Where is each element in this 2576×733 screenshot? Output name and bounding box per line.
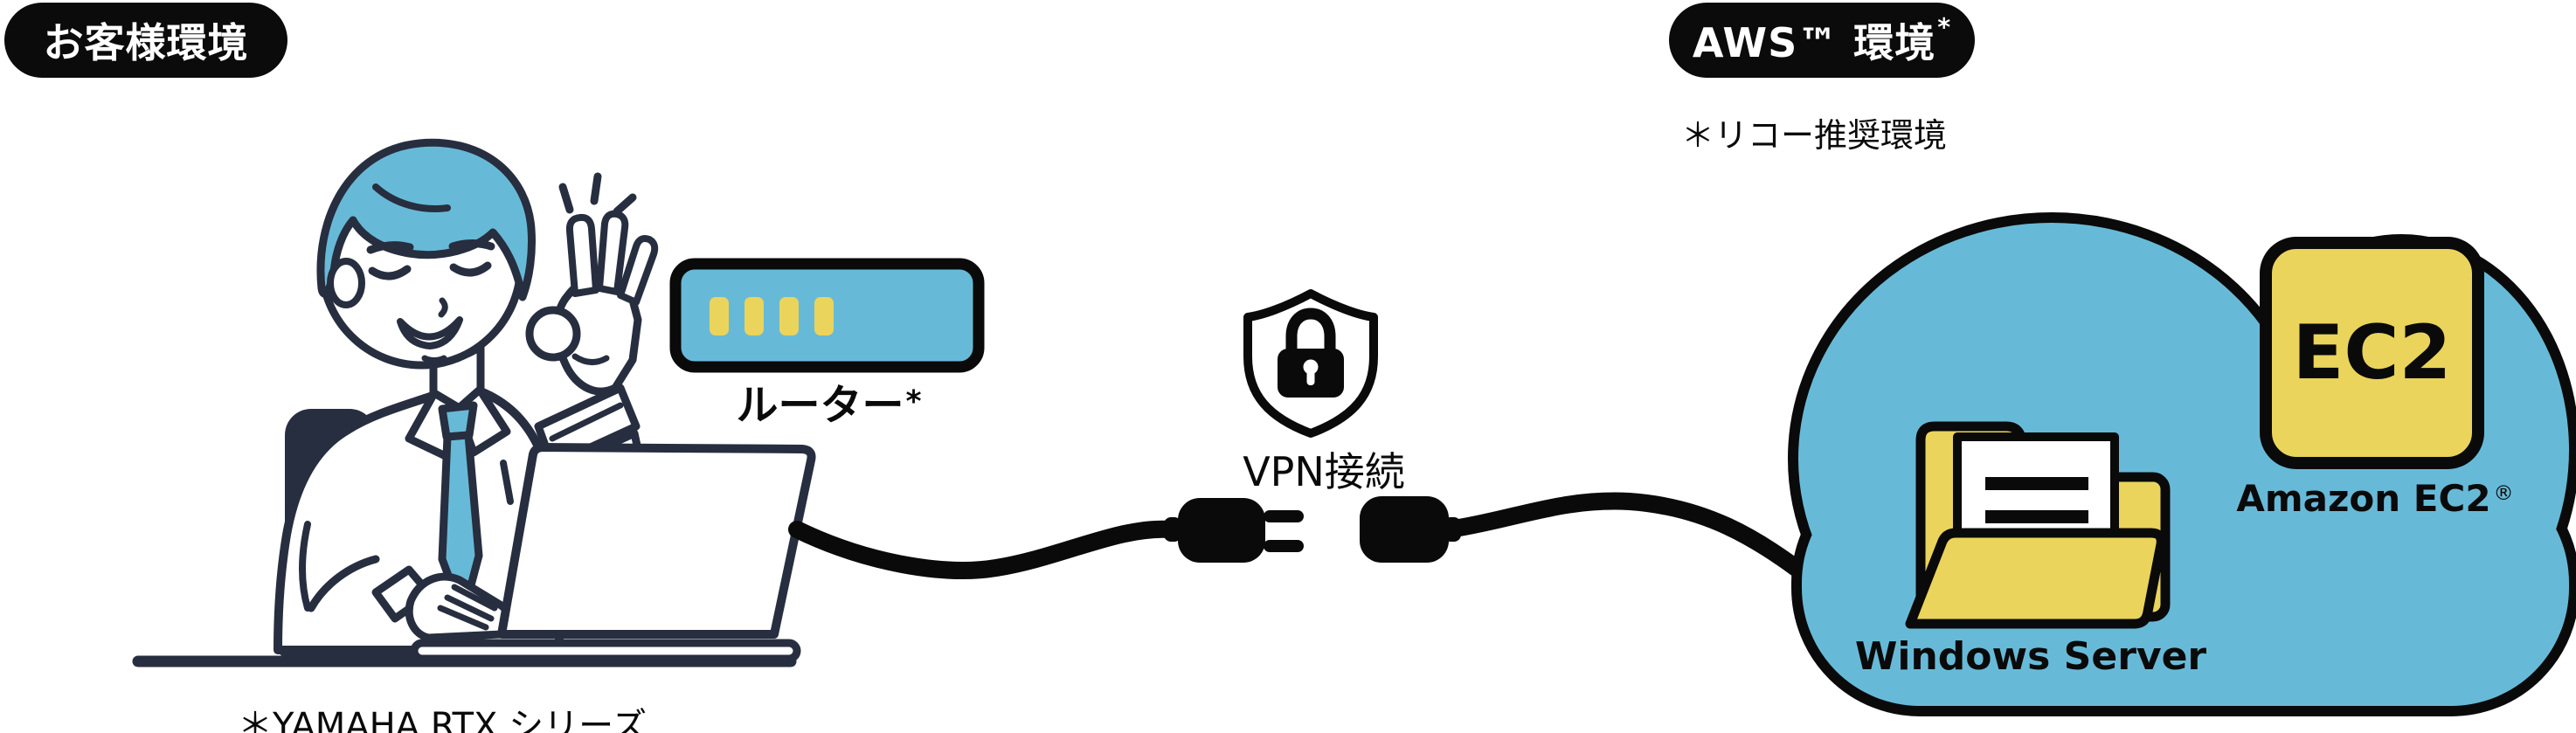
folder-flap: [1905, 528, 2166, 629]
sparkle-lines: [558, 172, 637, 216]
closed-eye-right: [449, 261, 492, 277]
power-socket-right: [1360, 496, 1461, 563]
router-icon: [669, 258, 985, 373]
router-label: ルーター*: [736, 381, 922, 430]
chin-line: [421, 355, 447, 363]
lock-icon: [1278, 308, 1344, 398]
router-asterisk: *: [905, 384, 922, 420]
eyebrow-left: [366, 241, 414, 254]
ok-ring: [525, 306, 581, 362]
closed-eye-left: [368, 265, 412, 280]
customer-environment-label: お客様環境: [43, 19, 249, 66]
laptop-screen: [497, 443, 816, 639]
laptop: [410, 443, 816, 663]
nose: [438, 297, 448, 318]
vpn-connection-label: VPN接続: [1243, 448, 1405, 495]
smiling-mouth: [397, 316, 463, 349]
finger: [617, 235, 659, 306]
aws-environment-badge: AWS™ 環境*: [1669, 3, 1975, 78]
led-indicators: [710, 297, 834, 335]
power-plug-left: [1164, 498, 1304, 563]
aws-environment-asterisk: *: [1937, 13, 1952, 43]
hair: [316, 138, 536, 301]
router-footnote: ＊YAMAHA RTX シリーズ: [238, 706, 647, 733]
registered-mark: ®: [2493, 482, 2514, 506]
network-cable-left: [788, 520, 1180, 579]
ear: [327, 258, 365, 308]
head: [316, 138, 536, 370]
windows-server-label: Windows Server: [1854, 634, 2207, 679]
aws-environment-label: AWS™ 環境: [1692, 19, 1936, 66]
vpn-shield-icon: [1243, 289, 1378, 438]
customer-environment-badge: お客様環境: [4, 3, 287, 78]
finger: [596, 210, 629, 295]
folder-icon: [1905, 421, 2171, 629]
amazon-ec2-caption: Amazon EC2®: [2236, 477, 2514, 520]
eyebrow-right: [448, 239, 495, 251]
finger: [565, 213, 599, 297]
aws-note: ＊リコー推奨環境: [1681, 116, 1948, 155]
ec2-badge-label: EC2: [2292, 309, 2452, 397]
network-cable-right: [1451, 492, 1822, 590]
ec2-badge: EC2: [2260, 237, 2484, 469]
